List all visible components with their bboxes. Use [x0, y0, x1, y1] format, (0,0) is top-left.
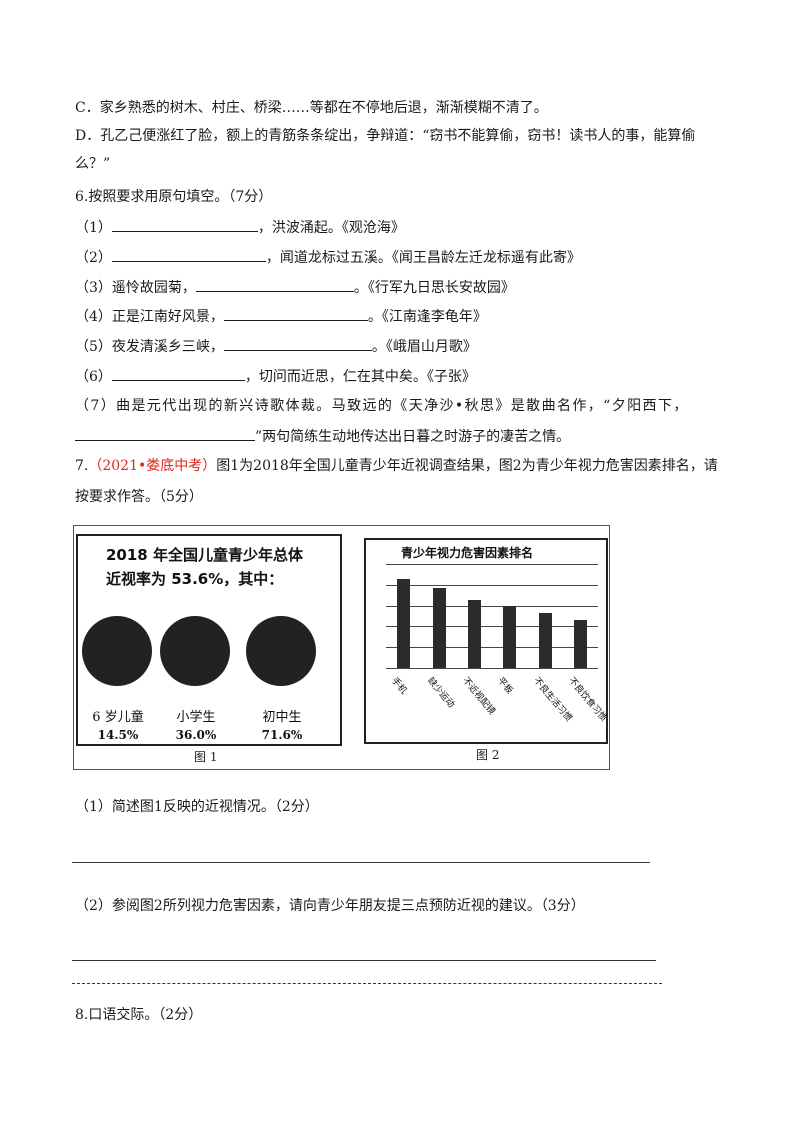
pie-circle-6yo [82, 616, 152, 686]
figure-2-caption: 图 2 [476, 748, 500, 762]
q6-item-5-source: 。《峨眉山月歌》 [371, 339, 477, 355]
option-d-line1: D．孔乙己便涨红了脸，额上的青筋条条绽出，争辩道：“窃书不能算偷，窃书！读书人的… [75, 128, 696, 144]
question-8-title: 8.口语交际。（2分） [75, 1007, 203, 1023]
chart-gridline [386, 564, 598, 565]
q6-item-1: （1） ，洪波涌起。《观沧海》 [75, 217, 405, 238]
question-7-sub1: （1）简述图1反映的近视情况。（2分） [75, 799, 319, 815]
group-value: 71.6% [261, 728, 303, 742]
chart-bar [397, 579, 410, 668]
answer-line[interactable] [72, 862, 650, 863]
chart-gridline [386, 606, 598, 607]
question-7-number: 7. [75, 458, 89, 474]
q6-item-6: （6） ，切问而近思，仁在其中矣。《子张》 [75, 366, 476, 387]
q6-item-4-source: 。《江南逢李龟年》 [367, 309, 487, 325]
chart-title: 青少年视力危害因素排名 [401, 546, 534, 560]
q6-item-5: （5）夜发清溪乡三峡， 。《峨眉山月歌》 [75, 336, 477, 357]
chart-category-label: 缺少运动 [425, 675, 456, 710]
q6-item-5-text: （5）夜发清溪乡三峡， [75, 339, 224, 355]
question-7-text: 图1为2018年全国儿童青少年近视调查结果，图2为青少年视力危害因素排名，请 [216, 458, 718, 474]
q6-item-3-source: 。《行军九日思长安故园》 [353, 280, 515, 296]
chart-bar [539, 613, 552, 668]
chart-bar [468, 600, 481, 668]
chart-bar [503, 606, 516, 668]
chart-bar [574, 620, 587, 668]
q6-item-2: （2） ，闻道龙标过五溪。《闻王昌龄左迁龙标遥有此寄》 [75, 247, 581, 268]
q6-item-2-number: （2） [75, 250, 112, 266]
question-7-line2: 按要求作答。（5分） [75, 489, 203, 505]
q6-item-6-number: （6） [75, 369, 112, 385]
chart-category-label: 手机 [389, 675, 409, 697]
answer-line[interactable] [72, 983, 662, 984]
group-label: 小学生 [176, 710, 216, 725]
figure-1-title-line2: 近视率为 53.6%，其中： [106, 570, 284, 588]
q6-item-3: （3）遥怜故园菊， 。《行军九日思长安故园》 [75, 277, 515, 298]
group-label: 6 岁儿童 [92, 710, 144, 725]
q6-item-4: （4）正是江南好风景， 。《江南逢李龟年》 [75, 306, 487, 327]
option-c: C．家乡熟悉的树木、村庄、桥梁……等都在不停地后退，渐渐模糊不清了。 [75, 100, 548, 116]
q6-item-7-line1: （7）曲是元代出现的新兴诗歌体裁。马致远的《天净沙•秋思》是散曲名作，“夕阳西下… [75, 398, 689, 414]
figure-1-title-line1: 2018 年全国儿童青少年总体 [106, 546, 303, 564]
figure-1-caption: 图 1 [194, 750, 218, 764]
question-7-line1: 7.（2021•娄底中考）图1为2018年全国儿童青少年近视调查结果，图2为青少… [75, 456, 718, 476]
q6-item-6-text: ，切问而近思，仁在其中矣。《子张》 [244, 369, 476, 385]
q6-item-1-number: （1） [75, 220, 112, 236]
answer-line[interactable] [72, 960, 656, 961]
group-label: 初中生 [262, 710, 302, 725]
fill-blank[interactable] [195, 277, 354, 292]
chart-plot-area: 手机缺少运动不近视配镜平板不良生活习惯不良饮食习惯 [386, 564, 608, 724]
fill-blank[interactable] [111, 366, 245, 381]
question-6-title: 6.按照要求用原句填空。（7分） [75, 189, 273, 205]
chart-category-label: 平板 [495, 675, 515, 697]
fill-blank[interactable] [111, 247, 266, 262]
q6-item-3-text: （3）遥怜故园菊， [75, 280, 196, 296]
option-d-line2: 么？” [75, 156, 111, 172]
figure-2-panel: 青少年视力危害因素排名 手机缺少运动不近视配镜平板不良生活习惯不良饮食习惯 [364, 538, 608, 744]
chart-category-label: 不近视配镜 [460, 675, 497, 717]
fill-blank[interactable] [111, 217, 258, 232]
q6-item-1-text: ，洪波涌起。《观沧海》 [257, 220, 405, 236]
q6-item-4-text: （4）正是江南好风景， [75, 309, 224, 325]
fill-blank[interactable] [75, 426, 255, 441]
fill-blank[interactable] [223, 306, 368, 321]
q6-item-7-text: ”两句简练生动地传达出日暮之时游子的凄苦之情。 [255, 429, 571, 445]
chart-gridline [386, 668, 598, 669]
figure-container: 2018 年全国儿童青少年总体 近视率为 53.6%，其中： 6 岁儿童 小学生… [73, 525, 610, 770]
group-value: 36.0% [175, 728, 217, 742]
pie-circle-primary [160, 616, 230, 686]
question-7-sub2: （2）参阅图2所列视力危害因素，请向青少年朋友提三点预防近视的建议。（3分） [75, 898, 585, 914]
chart-gridline [386, 647, 598, 648]
q6-item-7-line2: ”两句简练生动地传达出日暮之时游子的凄苦之情。 [75, 426, 570, 447]
group-value: 14.5% [97, 728, 139, 742]
chart-bar [433, 588, 446, 668]
q6-item-2-text: ，闻道龙标过五溪。《闻王昌龄左迁龙标遥有此寄》 [265, 250, 581, 266]
pie-circle-junior [246, 616, 316, 686]
chart-gridline [386, 585, 598, 586]
figure-1-panel: 2018 年全国儿童青少年总体 近视率为 53.6%，其中： 6 岁儿童 小学生… [76, 534, 342, 746]
fill-blank[interactable] [223, 336, 372, 351]
chart-gridline [386, 626, 598, 627]
question-7-source-tag: （2021•娄底中考） [88, 458, 217, 474]
